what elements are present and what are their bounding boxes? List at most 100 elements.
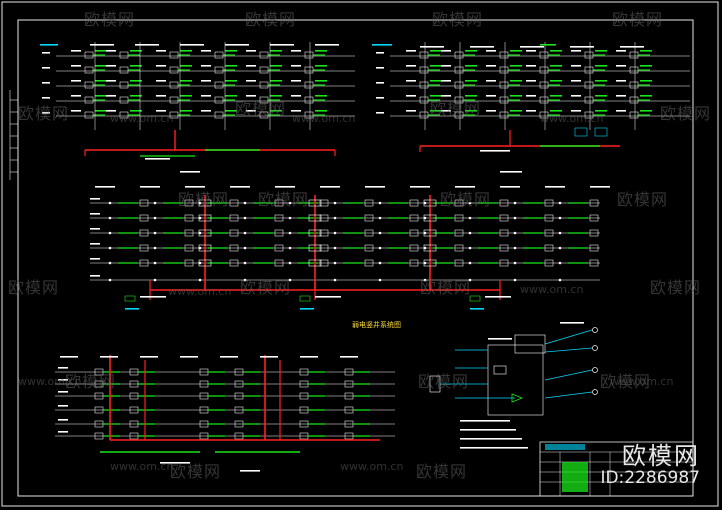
panel-e-module [493, 365, 507, 375]
panel-b-tag [526, 110, 536, 112]
panel-a-tag [106, 50, 116, 52]
panel-a-caption [180, 171, 200, 173]
watermark-url: www.om.cn [292, 112, 356, 125]
panel-b-header [372, 44, 392, 46]
watermark-logo: 欧模网 [18, 104, 70, 123]
panel-c-header-tag [365, 186, 385, 188]
panel-c-junction [558, 216, 562, 220]
panel-e-amplifier [511, 393, 524, 403]
panel-c-device [319, 229, 329, 237]
panel-c-junction [198, 231, 202, 235]
panel-e-branch [544, 391, 593, 399]
panel-a-tag [106, 80, 116, 82]
panel-b-tag [526, 80, 536, 82]
panel-c-device [364, 229, 374, 237]
panel-b-caption [480, 150, 510, 152]
panel-b-device [539, 66, 549, 74]
panel-a-tag [315, 95, 327, 97]
panel-c-header-tag [230, 186, 250, 188]
panel-c-junction [333, 231, 337, 235]
section-title: 弱电竖井系统图 [352, 321, 401, 329]
panel-c-header-tag [545, 186, 565, 188]
panel-b-tag [486, 80, 496, 82]
panel-e-switch-frame [487, 344, 544, 416]
panel-a-device [259, 66, 269, 74]
panel-c-floor-label [90, 275, 100, 277]
panel-b-tag [550, 95, 562, 97]
panel-c-junction [468, 231, 472, 235]
panel-a-header [40, 44, 58, 46]
watermark-logo: 欧模网 [8, 278, 60, 297]
panel-a-device [259, 51, 269, 59]
panel-c-junction [378, 231, 382, 235]
panel-c-device [589, 214, 599, 222]
panel-c-riser-box [423, 214, 437, 222]
panel-c-device [409, 244, 419, 252]
panel-a-tag [71, 80, 81, 82]
panel-c-junction [558, 261, 562, 265]
panel-b-tag [486, 95, 496, 97]
panel-b-tag [526, 65, 536, 67]
panel-b-tag [465, 65, 477, 67]
panel-a-tag [201, 110, 211, 112]
panel-c-cabinet-label [315, 296, 341, 298]
panel-b-tag [406, 50, 416, 52]
panel-c-junction [288, 261, 292, 265]
panel-b-tag [640, 65, 652, 67]
panel-a-tag [130, 80, 142, 82]
panel-b-tag [550, 80, 562, 82]
panel-c-device [499, 214, 509, 222]
panel-c-device [184, 244, 194, 252]
panel-b-tag [441, 95, 451, 97]
panel-b-header-tag [470, 46, 494, 48]
panel-a-device [214, 111, 224, 119]
panel-c-junction [513, 278, 517, 282]
panel-c-device [499, 199, 509, 207]
panel-b-floor-label [376, 67, 384, 69]
panel-b-device [584, 96, 594, 104]
panel-b-tag [595, 95, 607, 97]
panel-b-device [499, 66, 509, 74]
panel-a-tag [156, 65, 166, 67]
watermark-url: www.om.cn [18, 375, 82, 388]
panel-a-tag [95, 65, 107, 67]
panel-c-junction [108, 201, 112, 205]
panel-c-riser-box [198, 229, 212, 237]
panel-c-riser-box [423, 244, 437, 252]
panel-c-junction [423, 201, 427, 205]
panel-c-cabinet-label [140, 296, 166, 298]
panel-c-junction [468, 278, 472, 282]
panel-c-junction [513, 201, 517, 205]
panel-a-tag [315, 50, 327, 52]
panel-a-header-tag [90, 44, 114, 46]
panel-b-device [584, 51, 594, 59]
panel-c-junction [198, 246, 202, 250]
panel-c-device [229, 214, 239, 222]
panel-b-tag [465, 80, 477, 82]
panel-c-riser-box [308, 214, 322, 222]
panel-c-device [139, 229, 149, 237]
panel-b-device [584, 81, 594, 89]
panel-c-junction [108, 246, 112, 250]
panel-b-tag [465, 110, 477, 112]
panel-e-legend-line [460, 429, 516, 431]
panel-e-outlet [592, 327, 598, 333]
panel-b-device [419, 96, 429, 104]
panel-c-junction [288, 216, 292, 220]
panel-b-device [629, 66, 639, 74]
panel-d-header-tag [180, 356, 198, 358]
panel-a-device [304, 81, 314, 89]
panel-c-cabinet-label [485, 296, 511, 298]
panel-e-label [488, 338, 512, 340]
panel-b-tag [465, 50, 477, 52]
watermark-logo: 欧模网 [430, 99, 482, 118]
panel-a-device [84, 111, 94, 119]
watermark-url: www.om.cn [110, 112, 174, 125]
panel-b-tag [441, 50, 451, 52]
watermark-logo: 欧模网 [600, 372, 652, 391]
panel-c-device [544, 244, 554, 252]
panel-c-device [229, 199, 239, 207]
panel-b-tag [510, 65, 522, 67]
panel-b-device [584, 66, 594, 74]
panel-b-tag [550, 110, 562, 112]
